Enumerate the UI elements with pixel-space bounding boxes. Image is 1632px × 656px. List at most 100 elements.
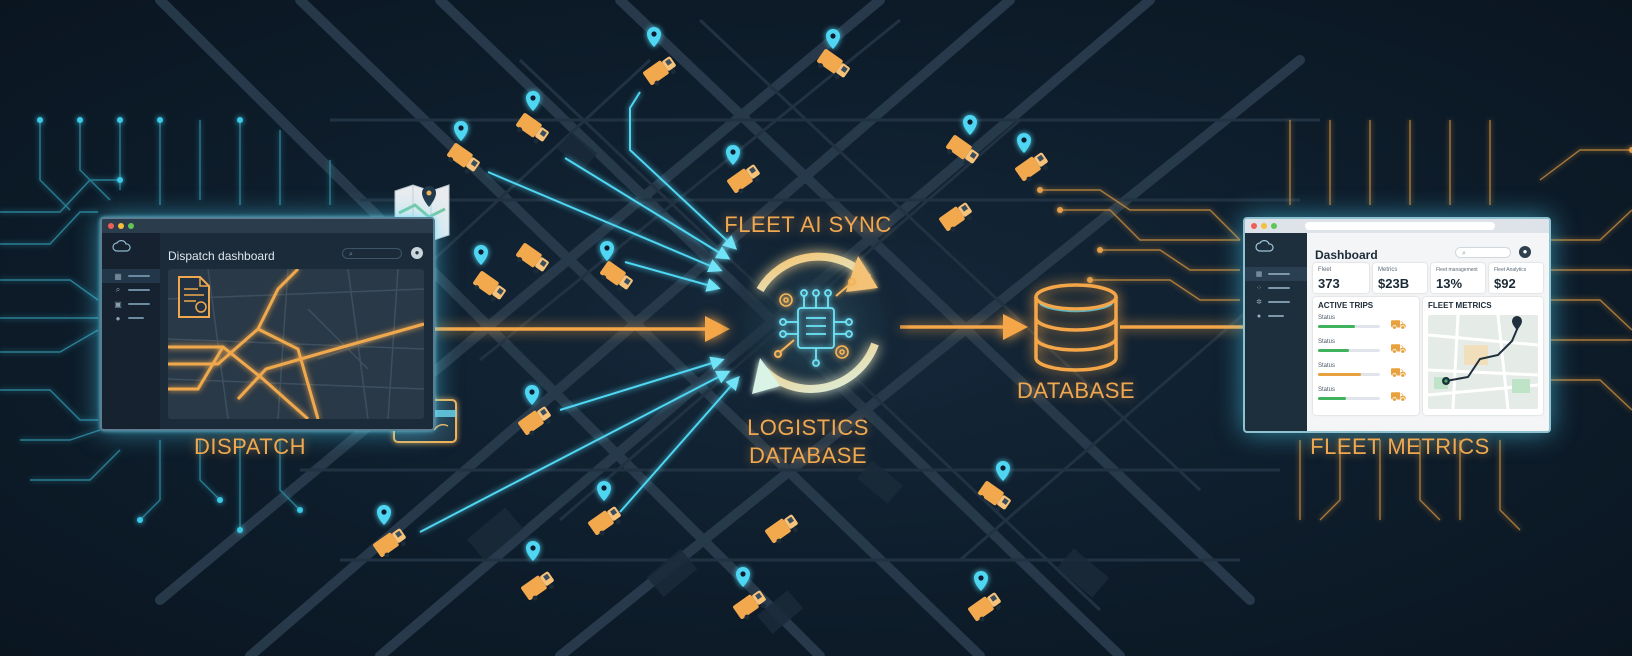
sidebar-item-truck[interactable]: ▣ [102, 297, 160, 311]
kpi-value: $23B [1378, 276, 1410, 291]
cloud-logo-icon [1245, 233, 1307, 255]
sidebar-item-grid[interactable]: ▦ [102, 269, 160, 283]
maximize-window-button[interactable] [128, 223, 134, 229]
sidebar-item-route[interactable]: ⌕ [102, 283, 160, 297]
right-circuit-nodes [1037, 147, 1632, 283]
map-pin-icon [526, 541, 540, 561]
address-bar[interactable] [1305, 222, 1495, 230]
left-circuit-nodes [37, 117, 303, 533]
kpi-label: Fleet management [1436, 267, 1478, 273]
main-flow-arrows [432, 314, 1243, 342]
sidebar-item-settings[interactable]: ✲ [1245, 295, 1307, 309]
map-pin-icon [597, 481, 611, 501]
truck-icon: ⛟ [1390, 317, 1407, 332]
kpi-card-metrics[interactable]: Metrics $23B [1373, 263, 1427, 293]
sidebar-item-grid[interactable]: ▦ [1245, 267, 1307, 281]
trip-row[interactable]: Status⛟ [1318, 363, 1414, 383]
sidebar-item-user[interactable]: ● [1245, 309, 1307, 323]
truck-icon [946, 135, 979, 166]
database-label: DATABASE [1016, 378, 1136, 403]
trip-status-label: Status [1318, 363, 1336, 369]
right-circuit-traces [1040, 120, 1632, 531]
search-input[interactable]: ⌕ [342, 248, 402, 259]
truck-icon [588, 506, 621, 536]
map-pin-icon [526, 91, 540, 111]
truck-icon [727, 164, 760, 194]
truck-icon [1015, 152, 1048, 182]
dispatch-dashboard-window: ▦ ⌕ ▣ ● Dispatch dashboard ⌕ ● [100, 217, 435, 431]
sidebar-item-routes[interactable]: ⁘ [1245, 281, 1307, 295]
fleet-route-minimap[interactable] [1428, 315, 1538, 409]
search-icon: ⌕ [349, 251, 353, 258]
map-pin-icon [996, 461, 1010, 481]
fleet-ai-sync-hub [720, 232, 910, 422]
kpi-label: Fleet Analytics [1494, 267, 1527, 273]
map-pin-icon [726, 145, 740, 165]
close-window-button[interactable] [1251, 223, 1257, 229]
fleet-metrics-heading: FLEET METRICS [1428, 301, 1492, 310]
trip-progress-track [1318, 325, 1380, 328]
fleet-metrics-card: FLEET METRICS [1423, 297, 1543, 415]
window-titlebar [1245, 219, 1549, 233]
map-pin-icon [600, 241, 614, 261]
trip-row[interactable]: Status ⛟ [1318, 387, 1414, 407]
kpi-card-management[interactable]: Fleet management 13% [1431, 263, 1485, 293]
truck-icon [473, 271, 506, 302]
truck-icon: ⛟ [1390, 341, 1407, 356]
truck-icon: ▣ [114, 299, 122, 309]
user-avatar-icon[interactable]: ● [411, 247, 423, 259]
map-pin-icon [647, 27, 661, 47]
map-pin-icon [474, 245, 488, 265]
maximize-window-button[interactable] [1271, 223, 1277, 229]
left-circuit-traces [0, 120, 331, 530]
map-pin-icon [377, 505, 391, 525]
user-avatar-icon[interactable]: ● [1519, 246, 1531, 258]
truck-icon [373, 528, 406, 558]
logistics-database-label: LOGISTICS DATABASE [718, 414, 898, 470]
map-pin-icon [963, 115, 977, 135]
kpi-card-fleet[interactable]: Fleet 373 [1313, 263, 1369, 293]
trip-progress-track [1318, 349, 1380, 352]
logistics-label-line2: DATABASE [748, 443, 868, 468]
trip-row[interactable]: Status ⛟ [1318, 339, 1414, 359]
cloud-logo-icon [102, 233, 160, 255]
truck-icon: ⛟ [1390, 389, 1407, 404]
trip-progress-fill [1318, 325, 1356, 328]
kpi-card-analytics[interactable]: Fleet Analytics $92 [1489, 263, 1543, 293]
truck-icon [765, 514, 798, 544]
map-pin-icon [525, 385, 539, 405]
grid-icon: ▦ [114, 271, 122, 281]
trip-status-label: Status [1318, 387, 1336, 393]
kpi-value: 13% [1436, 276, 1463, 291]
dispatch-sidebar: ▦ ⌕ ▣ ● [102, 233, 160, 429]
fleet-metrics-window: ▦ ⁘ ✲ ● Dashboard ⌕ ● Fleet 373 Metrics … [1243, 217, 1551, 433]
truck-icon [817, 49, 850, 80]
map-pin-icon [1017, 133, 1031, 153]
truck-icon [516, 113, 549, 144]
active-trips-card: ACTIVE TRIPS Status⛟Status⛟Status⛟Status… [1313, 297, 1419, 415]
map-pin-icon [736, 567, 750, 587]
dispatch-route-map[interactable] [168, 269, 424, 419]
sidebar-item-user[interactable]: ● [102, 311, 160, 325]
trip-row[interactable]: Status⛟ [1318, 315, 1414, 335]
truck-icon [643, 56, 676, 86]
truck-icon [518, 406, 551, 436]
logistics-label-line1: LOGISTICS [747, 415, 869, 440]
dispatch-label: DISPATCH [194, 434, 306, 459]
user-icon: ● [1256, 312, 1262, 320]
minimize-window-button[interactable] [118, 223, 124, 229]
gear-icon: ✲ [1256, 299, 1262, 306]
active-trips-heading: ACTIVE TRIPS [1318, 301, 1374, 310]
dispatch-dashboard-title: Dispatch dashboard [168, 249, 275, 263]
minimize-window-button[interactable] [1261, 223, 1267, 229]
city-blocks [466, 131, 1109, 635]
fleet-metrics-label: FLEET METRICS [1310, 434, 1490, 459]
search-input[interactable]: ⌕ [1455, 247, 1511, 258]
close-window-button[interactable] [108, 223, 114, 229]
trip-status-label: Status [1318, 339, 1336, 345]
fleet-trucks [373, 49, 1048, 622]
dashboard-title: Dashboard [1315, 248, 1378, 262]
truck-icon [447, 143, 480, 174]
route-icon: ⁘ [1256, 285, 1262, 292]
